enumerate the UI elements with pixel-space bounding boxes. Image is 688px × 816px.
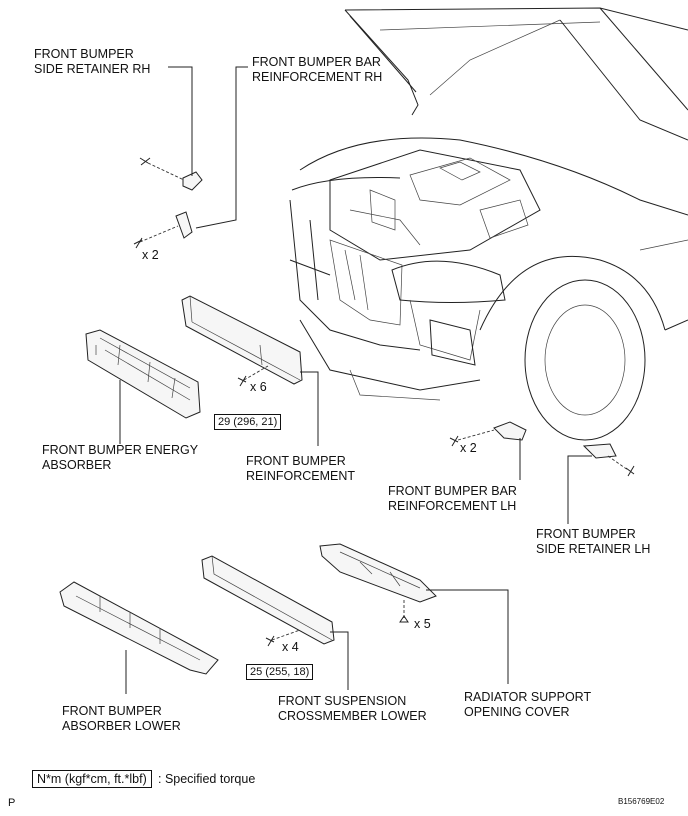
qty-bar-reinforcement-rh-bolts: x 2 (142, 248, 159, 262)
qty-reinforcement-bolts: x 6 (250, 380, 267, 394)
label-side-retainer-rh: FRONT BUMPER SIDE RETAINER RH (34, 47, 151, 76)
figure-code: B156769E02 (618, 797, 665, 806)
label-bumper-reinforcement: FRONT BUMPER REINFORCEMENT (246, 454, 356, 483)
bar-reinforcement-lh-part (449, 421, 527, 447)
radiator-cover-part (319, 543, 437, 623)
label-bar-reinforcement-lh: FRONT BUMPER BAR REINFORCEMENT LH (388, 484, 517, 513)
label-crossmember-lower: FRONT SUSPENSION CROSSMEMBER LOWER (278, 694, 427, 723)
legend-torque-text: : Specified torque (158, 772, 256, 786)
corner-mark-p: P (8, 797, 16, 809)
qty-crossmember-bolts: x 4 (282, 640, 299, 654)
qty-bar-reinforcement-lh-bolts: x 2 (460, 441, 477, 455)
torque-reinforcement: 29 (296, 21) (214, 414, 282, 430)
label-absorber-lower: FRONT BUMPER ABSORBER LOWER (62, 704, 181, 733)
side-retainer-rh-part (139, 157, 203, 191)
leader-lines (119, 66, 592, 694)
torque-crossmember: 25 (255, 18) (246, 664, 314, 680)
side-retainer-lh-part (582, 443, 635, 477)
absorber-lower-part (59, 581, 219, 675)
qty-cover-clips: x 5 (414, 617, 431, 631)
legend-torque-box: N*m (kgf*cm, ft.*lbf) (32, 770, 152, 788)
label-energy-absorber: FRONT BUMPER ENERGY ABSORBER (42, 443, 199, 472)
label-radiator-cover: RADIATOR SUPPORT OPENING COVER (464, 690, 592, 719)
bumper-reinforcement-part (181, 295, 303, 387)
label-side-retainer-lh: FRONT BUMPER SIDE RETAINER LH (536, 527, 651, 556)
energy-absorber-part (85, 329, 201, 419)
vehicle-illustration (289, 7, 688, 441)
label-bar-reinforcement-rh: FRONT BUMPER BAR REINFORCEMENT RH (252, 55, 383, 84)
bar-reinforcement-rh-part (133, 211, 193, 249)
crossmember-lower-part (201, 555, 335, 647)
